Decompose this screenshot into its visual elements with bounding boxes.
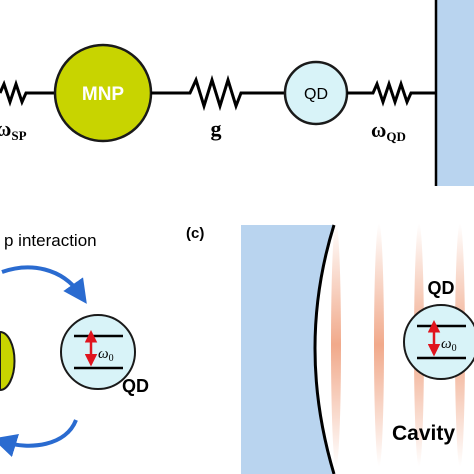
cavity-mirror [241,225,334,474]
qd-left-omega0: ω0 [98,346,114,364]
qd-label-top: QD [304,86,328,103]
cavity-label: Cavity [392,422,455,445]
top-wall [436,0,474,186]
qd-right-label: QD [428,278,455,298]
cavity-mode-2 [374,223,384,467]
cavity-mirror-edge [313,224,336,474]
bottom-left-panel: p interaction ω0 QD [0,231,149,457]
coupling-g-label: g [211,116,222,141]
blue-arrow-bottom [0,419,78,457]
interaction-label: p interaction [4,231,97,250]
cavity-mode-1 [331,223,341,467]
spring-g [151,74,285,112]
bottom-right-panel: (c) QD ω0 Cavity [186,223,474,474]
qd-sphere-right [403,304,474,380]
mnp-partial [0,330,16,392]
qd-sphere-left [60,314,136,390]
mnp-label: MNP [82,84,125,105]
panel-c-label: (c) [186,225,204,242]
blue-arrow-top [1,265,87,304]
qd-right-omega0: ω0 [441,336,457,354]
qd-left-label: QD [122,376,149,396]
omega-qd-label: ωQD [371,118,406,144]
omega-sp-label: ωSP [0,117,27,143]
spring-qd [347,79,436,107]
top-panel: MNP QD ωSP g ωQD [0,0,474,186]
spring-sp [0,79,55,107]
